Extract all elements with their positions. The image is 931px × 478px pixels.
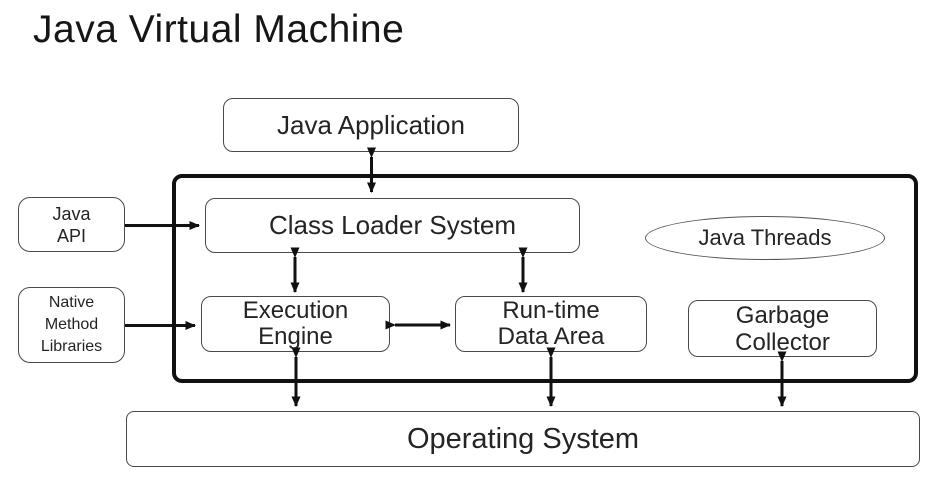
node-java-application: Java Application: [223, 98, 519, 152]
node-operating-system: Operating System: [126, 411, 920, 467]
node-class-loader-system: Class Loader System: [205, 198, 580, 253]
node-label-line: Garbage: [735, 301, 830, 329]
node-label: Java Threads: [698, 225, 832, 250]
node-java-threads: Java Threads: [645, 216, 885, 260]
node-execution-engine: Execution Engine: [201, 296, 390, 352]
node-label-line: Execution: [242, 297, 349, 324]
node-label-line: Java: [52, 203, 91, 224]
node-label: Operating System: [406, 422, 640, 455]
node-label-line: Data Area: [497, 323, 605, 350]
node-label-line: Run-time: [502, 297, 600, 324]
node-java-api: Java API: [18, 197, 125, 252]
node-runtime-data-area: Run-time Data Area: [455, 296, 647, 352]
node-garbage-collector: Garbage Collector: [688, 300, 877, 357]
node-label: Class Loader System: [268, 210, 517, 240]
node-native-method-libraries: Native Method Libraries: [18, 287, 125, 363]
node-label-line: Collector: [735, 328, 830, 356]
node-label-line: Libraries: [40, 338, 103, 355]
page-title: Java Virtual Machine: [33, 8, 405, 51]
node-label-line: API: [56, 225, 86, 246]
node-label-line: Method: [44, 316, 99, 333]
node-label-line: Native: [48, 294, 95, 311]
node-label-line: Engine: [258, 323, 333, 350]
jvm-boundary-box: [172, 174, 918, 383]
node-label: Java Application: [277, 109, 465, 140]
